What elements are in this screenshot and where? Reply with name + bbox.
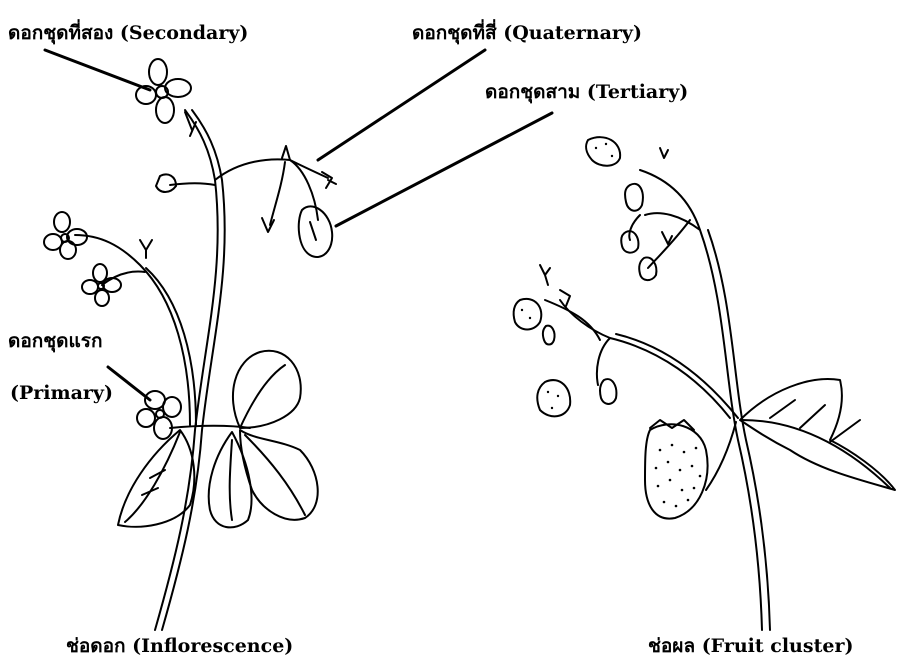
label-secondary: ดอกชุดที่สอง (Secondary) — [8, 24, 248, 43]
leader-primary — [108, 367, 150, 400]
fruit-left-lower — [537, 380, 570, 416]
secondary-flower — [136, 59, 196, 136]
caption-fruit-cluster: ช่อผล (Fruit cluster) — [648, 637, 853, 656]
fruit-cluster-plant — [545, 170, 770, 630]
leader-quaternary — [318, 50, 485, 160]
label-primary-thai: ดอกชุดแรก — [8, 332, 102, 351]
fruit-cluster-leaves — [706, 379, 895, 490]
large-fruit — [645, 424, 708, 518]
inflorescence-leaves — [118, 351, 318, 528]
caption-inflorescence: ช่อดอก (Inflorescence) — [66, 637, 293, 656]
label-quaternary: ดอกชุดที่สี่ (Quaternary) — [412, 24, 642, 43]
fruit-left-upper — [514, 299, 542, 330]
leader-secondary — [45, 50, 150, 90]
tertiary-flower — [299, 206, 332, 257]
label-tertiary: ดอกชุดสาม (Tertiary) — [485, 83, 688, 102]
fruit-main-stem — [640, 170, 762, 630]
label-primary-english: (Primary) — [10, 384, 113, 403]
primary-flower — [137, 391, 181, 439]
fruit-top — [586, 137, 620, 166]
leader-tertiary — [336, 113, 552, 226]
